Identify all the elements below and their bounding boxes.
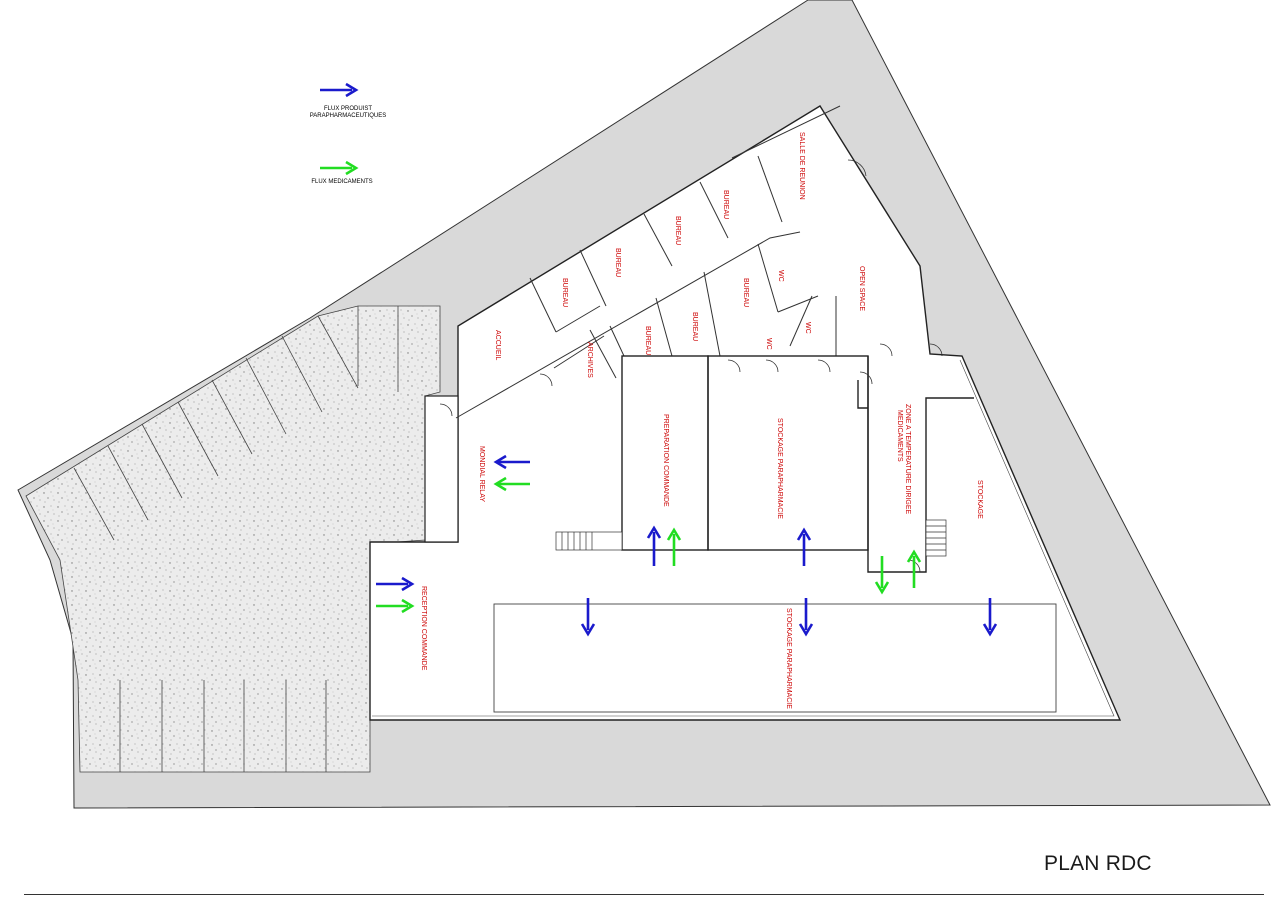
- arrow-green-up-preparation: [666, 527, 682, 566]
- stairs-left: [555, 531, 623, 551]
- legend-medic-arrow: [320, 160, 359, 176]
- parking-stripes: [73, 306, 399, 772]
- warehouse-walls: [621, 355, 974, 573]
- label-zone-temp-2: MEDICAMENTS: [896, 410, 903, 462]
- label-stockage-para: STOCKAGE PARAPHARMACIE: [776, 418, 783, 519]
- label-preparation: PREPARATION COMMANDE: [662, 414, 669, 507]
- label-wc-1: WC: [777, 270, 784, 282]
- legend: FLUX PRODUIST PARAPHARMACEUTIQUES FLUX M…: [310, 82, 387, 185]
- label-wc-3: WC: [765, 338, 772, 350]
- label-bureau-2: BUREAU: [674, 216, 681, 245]
- label-archives: ARCHIVES: [586, 342, 593, 378]
- label-zone-temp-1: ZONE A TEMPERATURE DIRIGEE: [904, 404, 911, 515]
- building-outline-inner: [372, 359, 1115, 717]
- legend-para-arrow: [320, 82, 359, 98]
- room-labels: SALLE DE REUNION BUREAU BUREAU BUREAU BU…: [420, 132, 983, 709]
- legend-medic: FLUX MEDICAMENTS: [311, 179, 372, 185]
- arrow-green-up-zone: [906, 549, 922, 588]
- arrow-blue-right-reception: [376, 576, 415, 592]
- bottom-rule: [24, 894, 1264, 895]
- label-open-space: OPEN SPACE: [858, 266, 865, 311]
- arrow-blue-left-mondial: [493, 454, 530, 470]
- label-reception: RECEPTION COMMANDE: [420, 586, 427, 671]
- label-accueil: ACCUEIL: [494, 330, 501, 360]
- office-walls: [455, 105, 841, 419]
- label-stockage: STOCKAGE: [976, 480, 983, 519]
- label-mondial-relay: MONDIAL RELAY: [478, 446, 485, 502]
- label-salle-reunion: SALLE DE REUNION: [798, 132, 805, 200]
- arrow-blue-down-1: [580, 598, 596, 637]
- stockage-parapharmacie-zone: [493, 603, 1057, 713]
- plan-title: PLAN RDC: [1044, 852, 1152, 875]
- label-bureau-7: BUREAU: [644, 326, 651, 355]
- mondial-relay-annex: [424, 395, 459, 543]
- arrow-blue-up-preparation: [646, 525, 662, 566]
- legend-para-line1: FLUX PRODUIST: [324, 106, 372, 112]
- arrow-green-down-zone: [874, 556, 890, 595]
- arrow-green-right-reception: [376, 598, 415, 614]
- arrow-blue-down-3: [982, 598, 998, 637]
- flow-arrows: [376, 454, 998, 637]
- arrow-green-left-mondial: [493, 476, 530, 492]
- label-wc-2: WC: [804, 322, 811, 334]
- stairs-right: [925, 519, 947, 557]
- label-stockage-para-2: STOCKAGE PARAPHARMACIE: [785, 608, 792, 709]
- arrow-blue-down-2: [798, 598, 814, 637]
- legend-para-line2: PARAPHARMACEUTIQUES: [310, 113, 387, 119]
- label-bureau-1: BUREAU: [722, 190, 729, 219]
- label-bureau-6: BUREAU: [691, 312, 698, 341]
- arrow-blue-up-stockage: [796, 527, 812, 566]
- label-bureau-5: BUREAU: [742, 278, 749, 307]
- label-bureau-3: BUREAU: [614, 248, 621, 277]
- label-bureau-4: BUREAU: [561, 278, 568, 307]
